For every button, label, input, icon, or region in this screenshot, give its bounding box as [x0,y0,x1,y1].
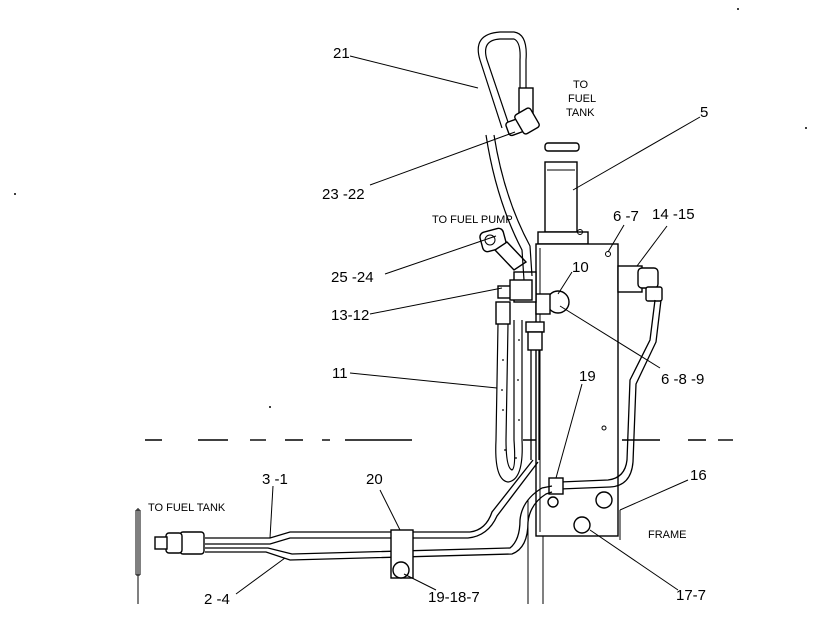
label-to-fuel-tank-top-2: FUEL [568,93,596,105]
upper-hose [477,31,540,281]
label-to-fuel-tank-top-3: TANK [566,107,595,119]
return-tube [559,299,662,490]
callout-16: 16 [690,467,707,484]
callout-20: 20 [366,471,383,488]
leader-lines [235,55,701,595]
callout-25-24: 25 -24 [331,269,374,286]
callout-2-4: 2 -4 [204,591,230,608]
callout-11: 11 [332,365,348,382]
fuel-pump-fitting [479,227,533,301]
fuel-lines-to-tank [135,459,553,576]
callout-19: 19 [579,368,596,385]
callout-6-8-9: 6 -8 -9 [661,371,704,388]
elbow-fitting-right [617,265,663,302]
label-frame: FRAME [648,529,687,541]
label-to-fuel-tank-left: TO FUEL TANK [148,502,226,514]
fuel-filter-housing [535,142,619,537]
callout-23-22: 23 -22 [322,186,365,203]
lower-hose [495,301,523,483]
callout-14-15: 14 -15 [652,206,695,223]
callout-13-12: 13-12 [331,307,369,324]
callout-21: 21 [333,45,350,62]
callout-6-7: 6 -7 [613,208,639,225]
label-to-fuel-tank-top-1: TO [573,79,589,91]
callout-17-7: 17-7 [676,587,706,604]
callout-19-18-7: 19-18-7 [428,589,480,606]
label-to-fuel-pump: TO FUEL PUMP [432,214,513,226]
callout-3-1: 3 -1 [262,471,288,488]
scan-specks [14,8,807,408]
callout-10: 10 [572,259,589,276]
clip-20 [390,529,414,579]
callout-5: 5 [700,104,708,121]
